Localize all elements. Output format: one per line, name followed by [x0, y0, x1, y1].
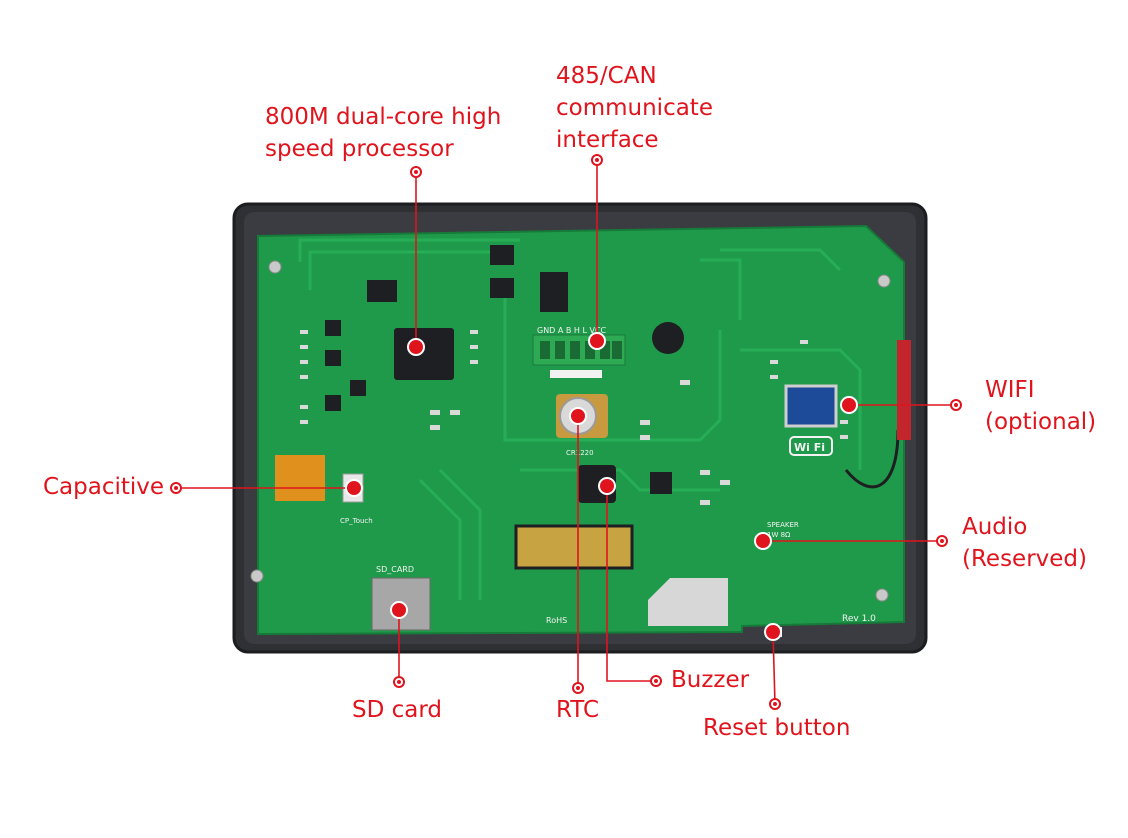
- ic-chip: [490, 245, 514, 265]
- pcb-small-components: [300, 330, 848, 505]
- speaker-spec: 1W 8Ω: [767, 531, 791, 539]
- label-audio: Audio (Reserved): [962, 514, 1087, 572]
- wifi-logo-box: [789, 436, 833, 456]
- callout-end-dots: [174, 158, 958, 706]
- ic-chip: [540, 272, 568, 312]
- mounting-hole: [268, 260, 282, 274]
- label-buzzer: Buzzer: [671, 667, 750, 693]
- ic-chip: [325, 320, 341, 336]
- touch-label: CP_Touch: [340, 517, 373, 525]
- pcb-trace: [700, 248, 842, 320]
- marker-capacitive: [345, 479, 363, 497]
- terminal-screws: [540, 341, 622, 359]
- mounting-hole: [250, 569, 264, 583]
- marker-sd: [390, 601, 408, 619]
- ic-chip: [650, 472, 672, 494]
- wifi-module: [784, 384, 838, 428]
- mounting-hole: [877, 274, 891, 288]
- callout-end-markers: [170, 154, 962, 710]
- rohs-mark: RoHS: [546, 616, 567, 625]
- ic-chip: [350, 380, 366, 396]
- mounting-hole: [875, 588, 889, 602]
- battery-label: CR1220: [566, 449, 594, 457]
- marker-rtc: [569, 407, 587, 425]
- label-sd-card: SD card: [352, 697, 443, 723]
- label-interface: 485/CAN communicate interface: [556, 63, 713, 153]
- pcb-trace: [740, 348, 862, 470]
- antenna-strip: [897, 340, 911, 440]
- revision-label: Rev 1.0: [842, 614, 876, 624]
- marker-wifi: [840, 396, 858, 414]
- marker-buzzer: [598, 477, 616, 495]
- pcb-trace: [520, 468, 720, 492]
- lcd-ribbon-connector: [514, 524, 634, 570]
- ic-chip: [490, 278, 514, 298]
- board-cutout: [648, 578, 728, 626]
- pcb-trace: [298, 238, 520, 290]
- marker-reset: [764, 623, 782, 641]
- speaker-label: SPEAKER: [767, 521, 799, 529]
- memory-chip: [367, 280, 397, 302]
- terminal-pin-labels: GND A B H L VCC: [537, 326, 607, 335]
- callout-lines: [176, 160, 956, 705]
- processor-chip: [394, 328, 454, 380]
- marker-audio: [754, 532, 772, 550]
- pcb-trace: [418, 468, 482, 600]
- ic-chip: [325, 350, 341, 366]
- pcb-trace: [503, 290, 722, 442]
- wifi-antenna-cable: [844, 429, 900, 489]
- sd-label: SD_CARD: [376, 565, 414, 574]
- marker-processor: [407, 338, 425, 356]
- label-wifi: WIFI (optional): [985, 377, 1097, 435]
- label-rtc: RTC: [556, 697, 600, 723]
- ic-chip: [325, 395, 341, 411]
- wifi-logo: Wi Fi: [794, 441, 825, 454]
- leader-reset: [772, 631, 776, 705]
- silkscreen-block: [550, 370, 602, 378]
- callout-markers: [345, 332, 858, 641]
- touch-fpc: [275, 455, 325, 501]
- label-processor: 800M dual-core high speed processor: [265, 104, 502, 162]
- power-inductor: [652, 322, 684, 354]
- label-reset: Reset button: [703, 715, 851, 741]
- marker-interface: [588, 332, 606, 350]
- leader-buzzer: [606, 486, 656, 682]
- label-capacitive: Capacitive: [43, 474, 165, 500]
